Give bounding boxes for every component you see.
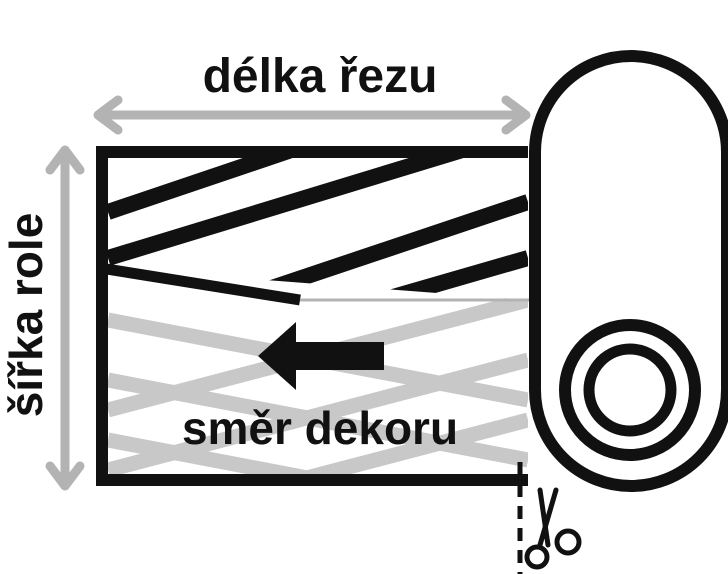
scissors-icon (524, 487, 582, 570)
arrow-left-icon (258, 322, 384, 390)
cut-length-dimension-arrow (93, 95, 531, 135)
unroll-boundary-line (99, 262, 301, 306)
pattern-direction-label: směr dekoru (182, 402, 458, 454)
roll-inner-core (583, 343, 677, 437)
roll-width-dimension-arrow (45, 145, 85, 491)
roll-width-label: šířka role (0, 213, 52, 418)
cut-length-label: délka řezu (203, 50, 438, 103)
wallpaper-sheet-outline (96, 146, 528, 486)
